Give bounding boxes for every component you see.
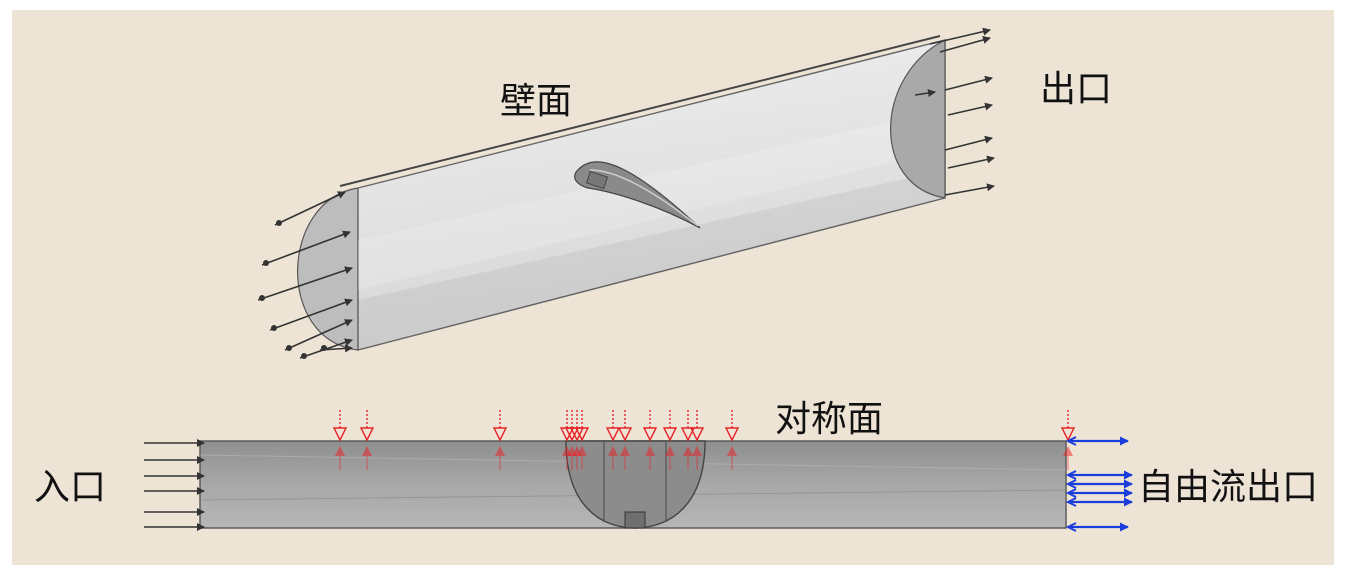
- load-marker-reflect: [665, 446, 675, 456]
- load-marker-reflect: [692, 446, 702, 456]
- free-outlet-arrows: [1065, 436, 1133, 532]
- load-marker-reflect: [495, 446, 505, 456]
- load-marker-reflect: [683, 446, 693, 456]
- load-marker-reflect: [645, 446, 655, 456]
- label-outlet: 出口: [1040, 69, 1113, 110]
- outlet-arrow: [947, 155, 995, 169]
- load-marker-triangle: [642, 427, 658, 442]
- load-marker-triangle: [605, 427, 621, 442]
- outlet-arrow: [944, 183, 995, 196]
- load-marker-reflect: [727, 446, 737, 456]
- outlet-arrow: [944, 75, 993, 91]
- inlet-arrows-side: [144, 439, 205, 531]
- outlet-arrow: [914, 89, 936, 97]
- label-inlet: 入口: [34, 467, 107, 508]
- load-marker-reflect: [362, 446, 372, 456]
- outlet-arrow: [939, 36, 991, 53]
- free-outlet-arrow-tail: [1065, 470, 1077, 480]
- wall-shading: [358, 170, 945, 350]
- load-marker-triangle: [617, 427, 633, 442]
- cylinder-top-edge: [339, 35, 941, 187]
- load-marker-triangle: [332, 427, 348, 442]
- hydrofoil-highlight: [589, 169, 699, 227]
- outlet-arrow: [944, 135, 993, 151]
- cylinder-3d-view: [257, 27, 995, 359]
- inlet-arrow: [261, 230, 351, 266]
- label-symmetry: 对称面: [775, 399, 884, 440]
- label-wall: 壁面: [500, 81, 573, 122]
- arrow-tail-dot: [301, 353, 307, 359]
- free-outlet-arrow-tail: [1065, 479, 1077, 489]
- outlet-arrow: [929, 27, 991, 45]
- load-marker-triangle: [689, 427, 705, 442]
- inlet-arrow: [269, 298, 353, 331]
- load-marker-triangle: [359, 427, 375, 442]
- load-marker-reflect: [577, 446, 587, 456]
- hydrofoil-mount: [585, 170, 609, 190]
- arrow-tail-dot: [271, 325, 277, 331]
- inlet-arrows-3d: [257, 191, 353, 359]
- load-marker-triangle: [574, 427, 590, 442]
- load-marker-triangle: [724, 427, 740, 442]
- load-marker-reflect: [608, 446, 618, 456]
- inlet-arrow: [284, 319, 353, 351]
- outlet-arrows-3d: [914, 27, 995, 196]
- free-outlet-arrow-tail: [1065, 497, 1077, 507]
- load-marker-triangle: [662, 427, 678, 442]
- inlet-arrow: [257, 266, 353, 301]
- foil-mount: [624, 511, 646, 529]
- load-marker-triangle: [680, 427, 696, 442]
- outlet-cap: [890, 39, 946, 199]
- load-marker-reflect: [620, 446, 630, 456]
- symmetry-load-markers: [332, 410, 1076, 470]
- arrow-tail-dot: [259, 295, 265, 301]
- arrow-tail-dot: [321, 345, 327, 351]
- load-marker-triangle: [1060, 427, 1076, 442]
- load-marker-triangle: [492, 427, 508, 442]
- arrow-tail-dot: [263, 260, 269, 266]
- arrow-tail-dot: [276, 220, 282, 226]
- label-free-outlet: 自由流出口: [1138, 467, 1319, 508]
- load-marker-reflect: [335, 446, 345, 456]
- load-marker-reflect: [1063, 446, 1073, 456]
- arrow-tail-dot: [286, 345, 292, 351]
- inlet-arrow: [274, 191, 346, 226]
- free-outlet-arrow-tail: [1065, 488, 1077, 498]
- outlet-arrow: [947, 102, 993, 116]
- symmetry-side-view: [144, 410, 1133, 532]
- free-outlet-arrow-tail: [1065, 522, 1077, 532]
- free-outlet-arrow-tail: [1065, 436, 1077, 446]
